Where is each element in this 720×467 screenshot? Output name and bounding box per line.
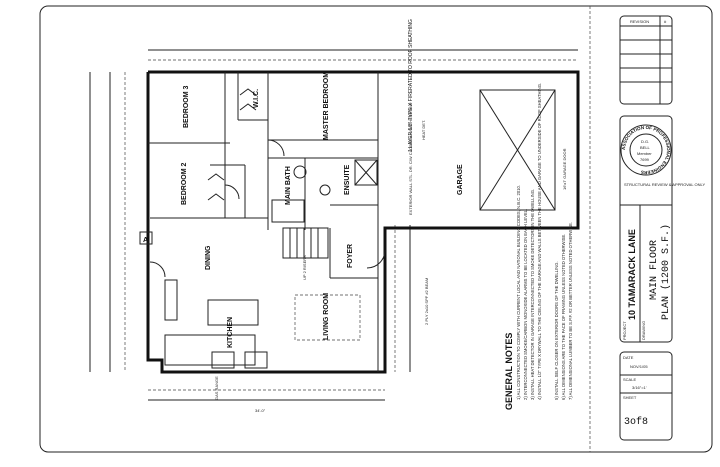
svg-text:7699: 7699: [640, 157, 650, 162]
overall-dimension: 34'-0": [255, 408, 266, 413]
room-label-bedroom-3: BEDROOM 3: [183, 86, 190, 129]
section-marker: A: [139, 231, 153, 245]
drawing-title-line-1: MAIN FLOOR: [649, 240, 660, 300]
sheet-number: 3of8: [624, 416, 648, 428]
room-label-kitchen: KITCHEN: [227, 317, 234, 348]
shower: [354, 159, 378, 186]
room-label-ensuite: ENSUITE: [344, 164, 351, 195]
exterior-door-note: EXTERIOR WALL STL. DR. C/W CLOSER & WEAT…: [408, 102, 413, 215]
sheet-label: SHEET: [623, 395, 637, 400]
revision-header: REVISION: [630, 19, 649, 24]
drawing-title-line-2: PLAN (1200 S.F.): [660, 224, 672, 320]
general-note-item: 5) INSTALL SELF CLOSER ON EXTERIOR DOORS…: [554, 261, 559, 400]
door-swing: [224, 184, 240, 200]
seal-caption: STRUCTURAL REVIEW & APPROVAL ONLY: [624, 182, 705, 187]
engineer-seal: ASSOCIATION OF PROFESSIONAL ENGINEERS D.…: [620, 124, 705, 187]
room-label-master-bedroom: MASTER BEDROOM: [323, 72, 330, 140]
project-name: 10 TAMARACK LANE: [627, 229, 637, 320]
dimension-lines: 34'-0": [89, 49, 578, 413]
closet-doors-b2: [207, 173, 225, 201]
room-label-wic: W.I.C.: [253, 89, 260, 108]
general-note-item: 3) INSTALL HEAT DETECTOR IN GARAGE INTER…: [530, 189, 535, 400]
revision-number-header: #: [664, 19, 667, 24]
interior-walls: [148, 72, 379, 372]
sheet-box: [619, 351, 673, 441]
svg-text:BELL: BELL: [640, 145, 651, 150]
closet-doors-b3: [239, 88, 257, 111]
svg-text:D.G.: D.G.: [641, 139, 649, 144]
fridge: [244, 351, 268, 369]
heat-detector-note: HEAT DET.: [421, 120, 426, 140]
project-label: PROJECT: [622, 321, 627, 340]
kitchen-counter: [164, 279, 178, 321]
stairs: [282, 227, 329, 259]
sink: [319, 184, 331, 196]
general-note-item: 4) INSTALL 1/2" TYPE X DRYWALL TO THE CE…: [537, 83, 542, 400]
range: [211, 351, 235, 369]
firewall-note: 1 LAYER 5/8" TYPE X FIRERATED TO ROOF SH…: [408, 19, 414, 152]
kitchen-counter-bottom: [164, 334, 256, 366]
gas-range-note: GAS RANGE: [214, 376, 219, 400]
general-note-item: 7) ALL DIMENSIONAL LUMBER TO BE S.P.F. #…: [568, 222, 573, 400]
sheet-border: [39, 5, 713, 453]
drawing-label: DRAWING: [641, 321, 646, 340]
toilet: [293, 165, 307, 179]
garage-car: [479, 89, 556, 211]
date-value: NOV/1/05: [630, 364, 648, 369]
general-note-item: 1) ALL CONSTRUCTION TO COMPLY WITH CURRE…: [516, 185, 521, 400]
room-label-dining: DINING: [205, 245, 212, 270]
living-room-outline: [294, 294, 361, 341]
room-label-bedroom-2: BEDROOM 2: [181, 163, 188, 206]
svg-text:A: A: [143, 237, 148, 244]
room-label-main-bath: MAIN BATH: [285, 166, 292, 205]
door-swing: [366, 249, 386, 269]
room-label-foyer: FOYER: [347, 244, 354, 268]
general-note-item: 2) INTERCONNECTED SMOKE/CARBON MONOXIDE …: [523, 209, 528, 400]
kitchen-island: [207, 299, 259, 326]
project-box: [619, 115, 673, 343]
stairs-note: UP 2 RISERS: [302, 255, 307, 280]
garage-door-label: 16'x7' GARAGE DOOR: [562, 148, 567, 190]
door-swing: [267, 139, 285, 157]
fixtures: [149, 88, 556, 369]
general-notes: GENERAL NOTES 1) ALL CONSTRUCTION TO COM…: [504, 83, 573, 410]
room-label-living-room: LIVING ROOM: [323, 293, 330, 340]
bathtub: [271, 199, 305, 223]
scale-label: SCALE: [623, 377, 636, 382]
exterior-walls: [146, 70, 580, 374]
door-swing: [149, 261, 166, 278]
title-block: REVISION # ASSOCIATION OF PROFESSIONAL E…: [619, 15, 705, 441]
room-label-garage: GARAGE: [457, 164, 464, 195]
general-note-item: 6) ALL DIMENSIONS ARE TO THE FACE OF FRA…: [561, 234, 566, 400]
general-notes-title: GENERAL NOTES: [504, 333, 514, 410]
date-label: DATE: [623, 355, 634, 360]
revision-box: [619, 15, 673, 105]
svg-text:Member: Member: [637, 151, 652, 156]
beam-note: 2 PLY 2x10 SPF #2 BEAM: [424, 278, 429, 325]
scale-value: 3/16"=1': [632, 385, 647, 390]
